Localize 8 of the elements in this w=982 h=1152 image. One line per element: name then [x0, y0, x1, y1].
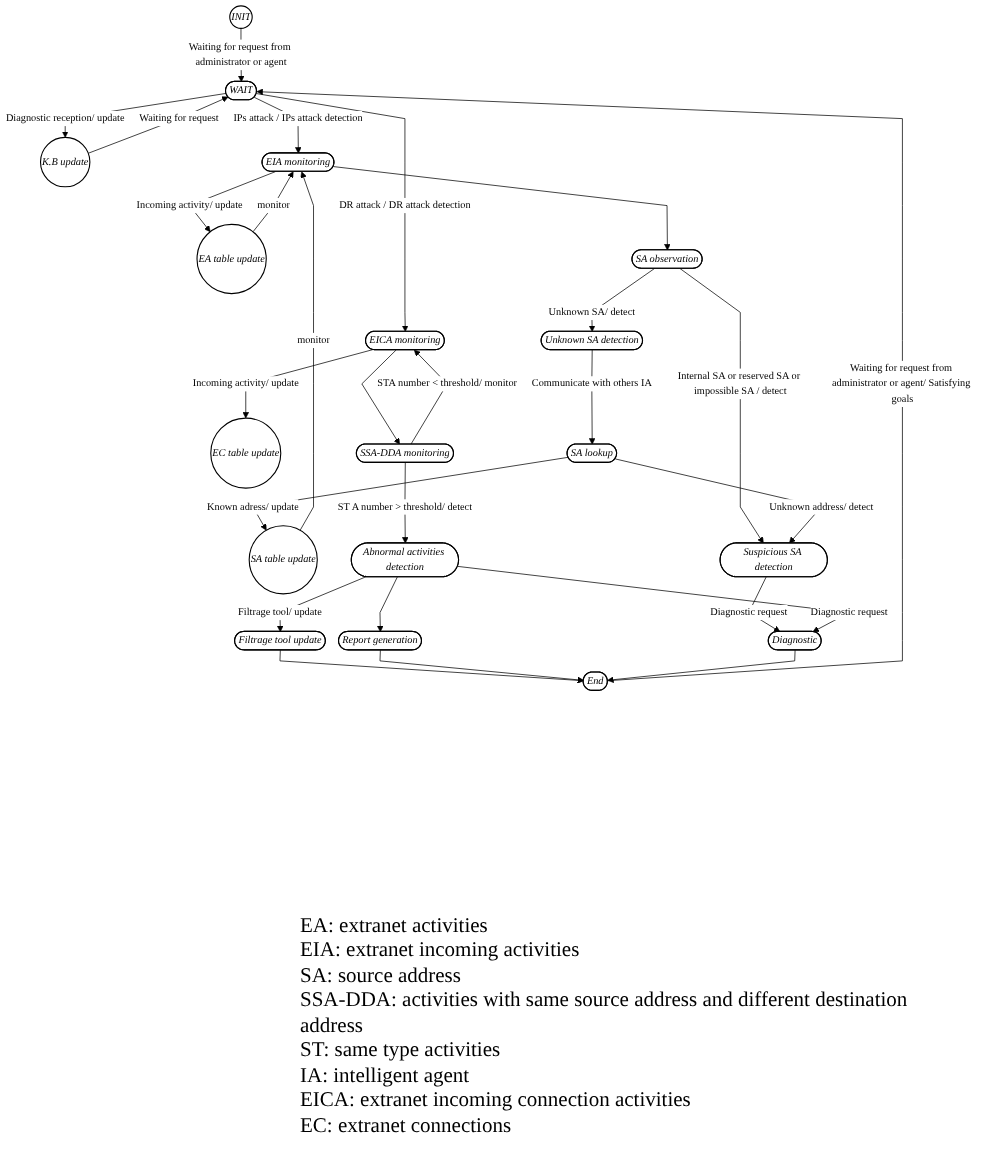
abbreviation-note: ST: same type activities: [300, 1040, 501, 1065]
abbreviation-note: IA: intelligent agent: [300, 1065, 470, 1090]
abbreviation-note: EA: extranet activities: [300, 915, 488, 940]
abbreviation-note: EC: extranet connections: [300, 1115, 512, 1140]
abbreviation-note: EIA: extranet incoming activities: [300, 940, 580, 965]
abbreviation-note: SSA-DDA: activities with same source address and different destination address: [300, 990, 910, 1040]
abbreviation-note: SA: source address: [300, 965, 461, 990]
abbreviation-note: EICA: extranet incoming connection activities: [300, 1090, 691, 1115]
